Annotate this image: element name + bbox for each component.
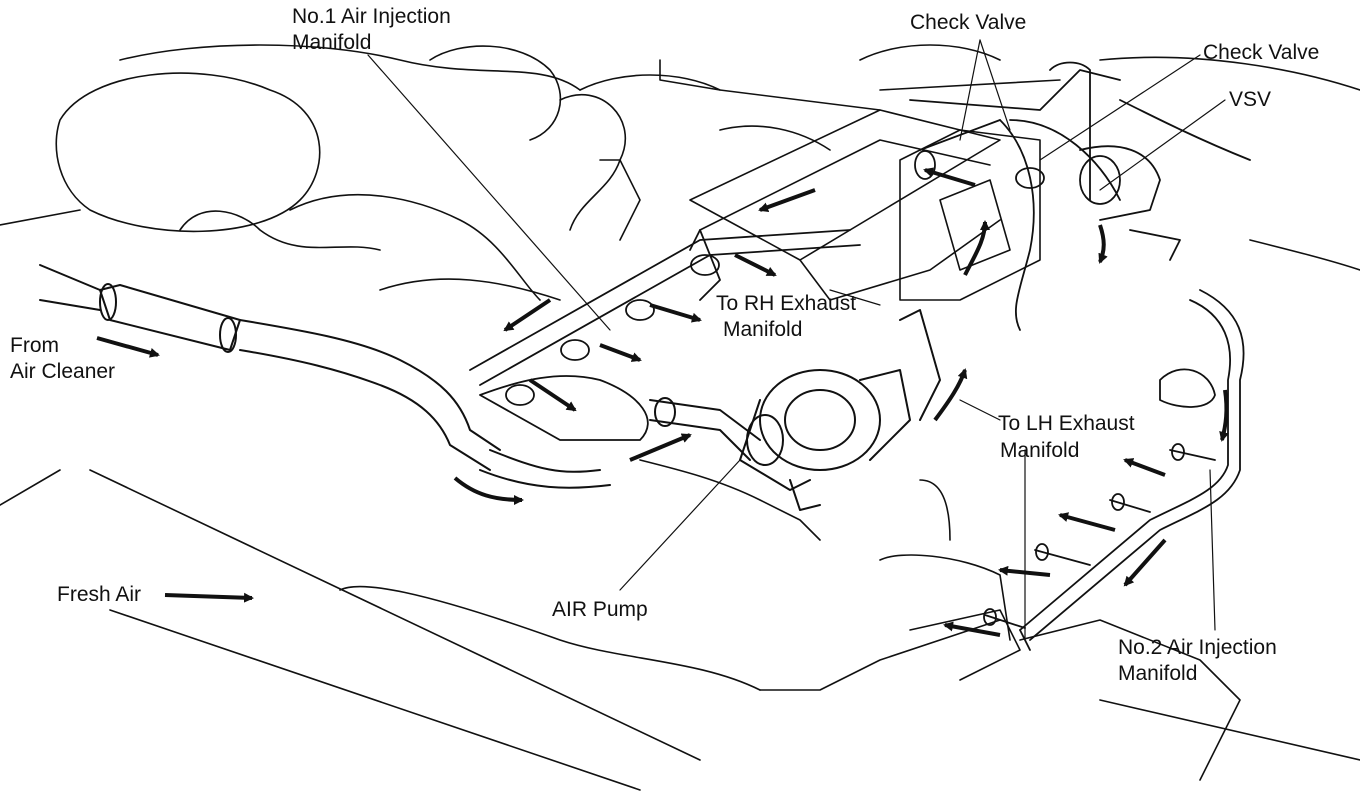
arrow-lh-2 bbox=[1058, 512, 1116, 532]
arrow-lh-1 bbox=[1123, 458, 1166, 477]
arrow-valve-1 bbox=[923, 167, 976, 187]
arrow-rh-4 bbox=[649, 303, 702, 323]
to-lh-exhaust-label-line2: Manifold bbox=[1000, 439, 1080, 462]
arrow-lh-5 bbox=[1123, 538, 1167, 587]
air-pump-label: AIR Pump bbox=[552, 598, 648, 621]
no1-manifold-label-line2: Manifold bbox=[292, 31, 372, 54]
valve-hoses bbox=[909, 61, 1251, 331]
vsv-label: VSV bbox=[1229, 88, 1272, 111]
from-air-cleaner-label-line1: From bbox=[10, 334, 59, 357]
check-valve-label-1: Check Valve bbox=[910, 11, 1027, 34]
arrow-fresh-air bbox=[164, 592, 254, 603]
arrow-from-air-cleaner bbox=[96, 336, 160, 358]
no1-air-injection-manifold bbox=[469, 229, 861, 441]
arrow-plenum bbox=[758, 188, 816, 212]
leader-lines bbox=[367, 39, 1226, 641]
arrow-valve-2 bbox=[963, 220, 990, 276]
arrow-rh-5 bbox=[734, 253, 777, 277]
fresh-air-label: Fresh Air bbox=[57, 583, 142, 606]
engine-bay-outline bbox=[0, 44, 1360, 791]
no2-manifold-label-line2: Manifold bbox=[1118, 662, 1198, 685]
check-valve-label-2: Check Valve bbox=[1203, 41, 1320, 64]
arrow-lh-down bbox=[1219, 389, 1229, 442]
arrow-rh-1 bbox=[503, 298, 552, 332]
arrow-rh-3 bbox=[599, 343, 642, 362]
arrow-valve-3 bbox=[1098, 224, 1108, 264]
to-lh-exhaust-label-line1: To LH Exhaust bbox=[998, 412, 1135, 435]
arrow-rh-2 bbox=[528, 378, 577, 412]
to-rh-exhaust-label-line1: To RH Exhaust bbox=[716, 292, 857, 315]
no2-air-injection-manifold bbox=[983, 289, 1245, 651]
air-pump bbox=[649, 309, 941, 511]
arrow-pump-in bbox=[629, 433, 692, 462]
no2-manifold-label-line1: No.2 Air Injection bbox=[1118, 636, 1277, 659]
intake-plenum bbox=[689, 109, 1041, 301]
arrow-intake-curve bbox=[453, 476, 524, 505]
arrow-lh-4 bbox=[943, 621, 1001, 637]
intake-hose bbox=[39, 264, 611, 489]
from-air-cleaner-label-line2: Air Cleaner bbox=[10, 360, 116, 383]
to-rh-exhaust-label-line2: Manifold bbox=[723, 318, 803, 341]
arrow-pump-up bbox=[933, 368, 968, 422]
flow-arrows bbox=[96, 167, 1229, 637]
no1-manifold-label-line1: No.1 Air Injection bbox=[292, 5, 451, 28]
arrow-lh-3 bbox=[998, 565, 1051, 577]
